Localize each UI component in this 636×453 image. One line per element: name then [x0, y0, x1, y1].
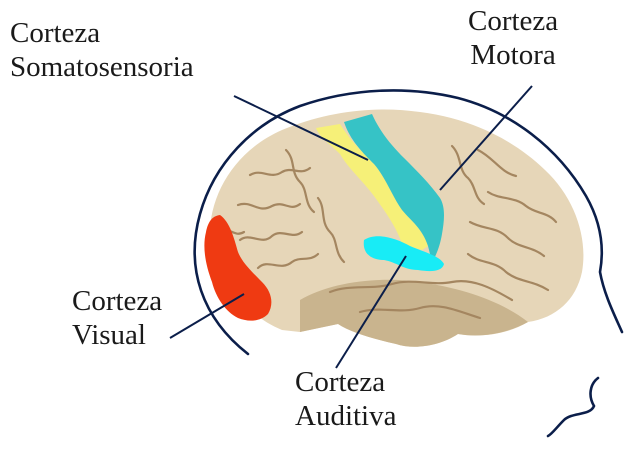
label-somatosensory-cortex: Corteza Somatosensoria: [10, 16, 194, 84]
leader-line-visual: [170, 294, 244, 338]
chin-outline: [548, 378, 598, 436]
label-visual-cortex: Corteza Visual: [72, 284, 162, 352]
label-motor-cortex: Corteza Motora: [468, 4, 558, 72]
label-somatosensory-line2: Somatosensoria: [10, 50, 194, 84]
label-motor-line1: Corteza: [468, 4, 558, 38]
label-visual-line1: Corteza: [72, 284, 162, 318]
label-visual-line2: Visual: [72, 318, 162, 352]
label-auditory-cortex: Corteza Auditiva: [295, 365, 397, 433]
label-somatosensory-line1: Corteza: [10, 16, 194, 50]
label-auditory-line1: Corteza: [295, 365, 397, 399]
label-auditory-line2: Auditiva: [295, 399, 397, 433]
label-motor-line2: Motora: [468, 38, 558, 72]
